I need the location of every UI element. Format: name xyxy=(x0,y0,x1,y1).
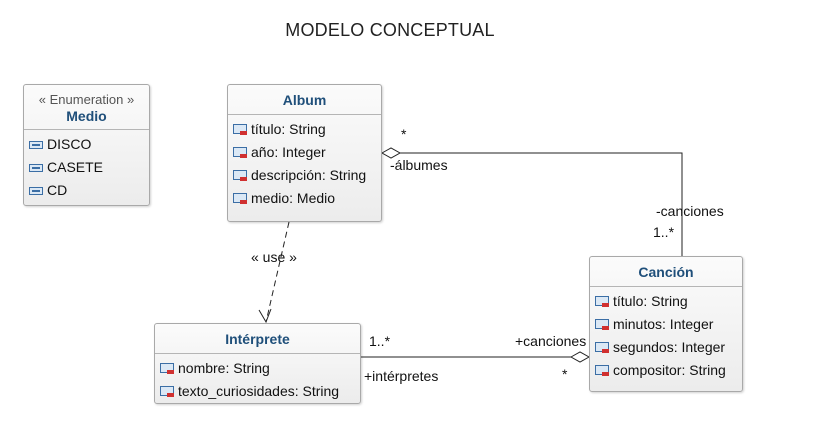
class-interprete[interactable]: Intérprete nombre: String texto_curiosid… xyxy=(154,323,361,404)
cancion-multiplicity-album: 1..* xyxy=(653,224,675,240)
enumeration-stereotype: « Enumeration » xyxy=(38,92,135,107)
literal-icon xyxy=(29,140,43,149)
cancion-aggregation-diamond xyxy=(569,351,591,363)
class-album-name: Album xyxy=(228,85,381,115)
class-album-attributes: título: String año: Integer descripción:… xyxy=(228,115,381,210)
attribute-icon xyxy=(233,193,247,204)
album-role: -álbumes xyxy=(390,157,448,173)
class-cancion-name: Canción xyxy=(590,257,742,287)
album-multiplicity: * xyxy=(401,126,407,142)
literal-icon xyxy=(29,186,43,195)
attribute-icon xyxy=(160,363,174,374)
attribute-icon xyxy=(233,170,247,181)
canciones-role-interprete: +canciones xyxy=(515,333,587,349)
enumeration-literals: DISCO CASETE CD xyxy=(24,130,149,202)
enumeration-header: « Enumeration » Medio xyxy=(24,85,149,130)
attribute-row[interactable]: texto_curiosidades: String xyxy=(160,380,360,403)
interprete-role: +intérpretes xyxy=(364,368,439,384)
attribute-icon xyxy=(160,386,174,397)
attribute-row[interactable]: compositor: String xyxy=(595,359,742,382)
attribute-icon xyxy=(595,365,609,376)
class-album[interactable]: Album título: String año: Integer descri… xyxy=(227,84,382,222)
enumeration-medio[interactable]: « Enumeration » Medio DISCO CASETE CD xyxy=(23,84,150,206)
album-aggregation-diamond xyxy=(380,147,402,159)
attribute-row[interactable]: segundos: Integer xyxy=(595,336,742,359)
use-dependency-arrowhead xyxy=(258,308,272,324)
album-cancion-association[interactable] xyxy=(400,152,683,256)
attribute-icon xyxy=(233,147,247,158)
diagram-title: MODELO CONCEPTUAL xyxy=(285,20,495,40)
use-label: « use » xyxy=(251,249,297,265)
class-cancion[interactable]: Canción título: String minutos: Integer … xyxy=(589,256,743,392)
enumeration-name: Medio xyxy=(66,108,107,124)
enum-literal[interactable]: DISCO xyxy=(29,133,149,156)
use-dependency-line[interactable] xyxy=(265,221,290,323)
attribute-row[interactable]: título: String xyxy=(595,290,742,313)
attribute-icon xyxy=(595,296,609,307)
class-interprete-attributes: nombre: String texto_curiosidades: Strin… xyxy=(155,354,360,403)
enum-literal[interactable]: CASETE xyxy=(29,156,149,179)
attribute-row[interactable]: minutos: Integer xyxy=(595,313,742,336)
attribute-row[interactable]: título: String xyxy=(233,118,381,141)
enum-literal[interactable]: CD xyxy=(29,179,149,202)
attribute-icon xyxy=(233,124,247,135)
attribute-row[interactable]: medio: Medio xyxy=(233,187,381,210)
attribute-row[interactable]: descripción: String xyxy=(233,164,381,187)
attribute-icon xyxy=(595,319,609,330)
attribute-row[interactable]: nombre: String xyxy=(160,357,360,380)
class-cancion-attributes: título: String minutos: Integer segundos… xyxy=(590,287,742,382)
class-interprete-name: Intérprete xyxy=(155,324,360,354)
interprete-multiplicity: 1..* xyxy=(369,333,391,349)
canciones-role-album: -canciones xyxy=(656,203,724,219)
literal-icon xyxy=(29,163,43,172)
attribute-icon xyxy=(595,342,609,353)
attribute-row[interactable]: año: Integer xyxy=(233,141,381,164)
cancion-multiplicity-interprete: * xyxy=(562,366,568,382)
